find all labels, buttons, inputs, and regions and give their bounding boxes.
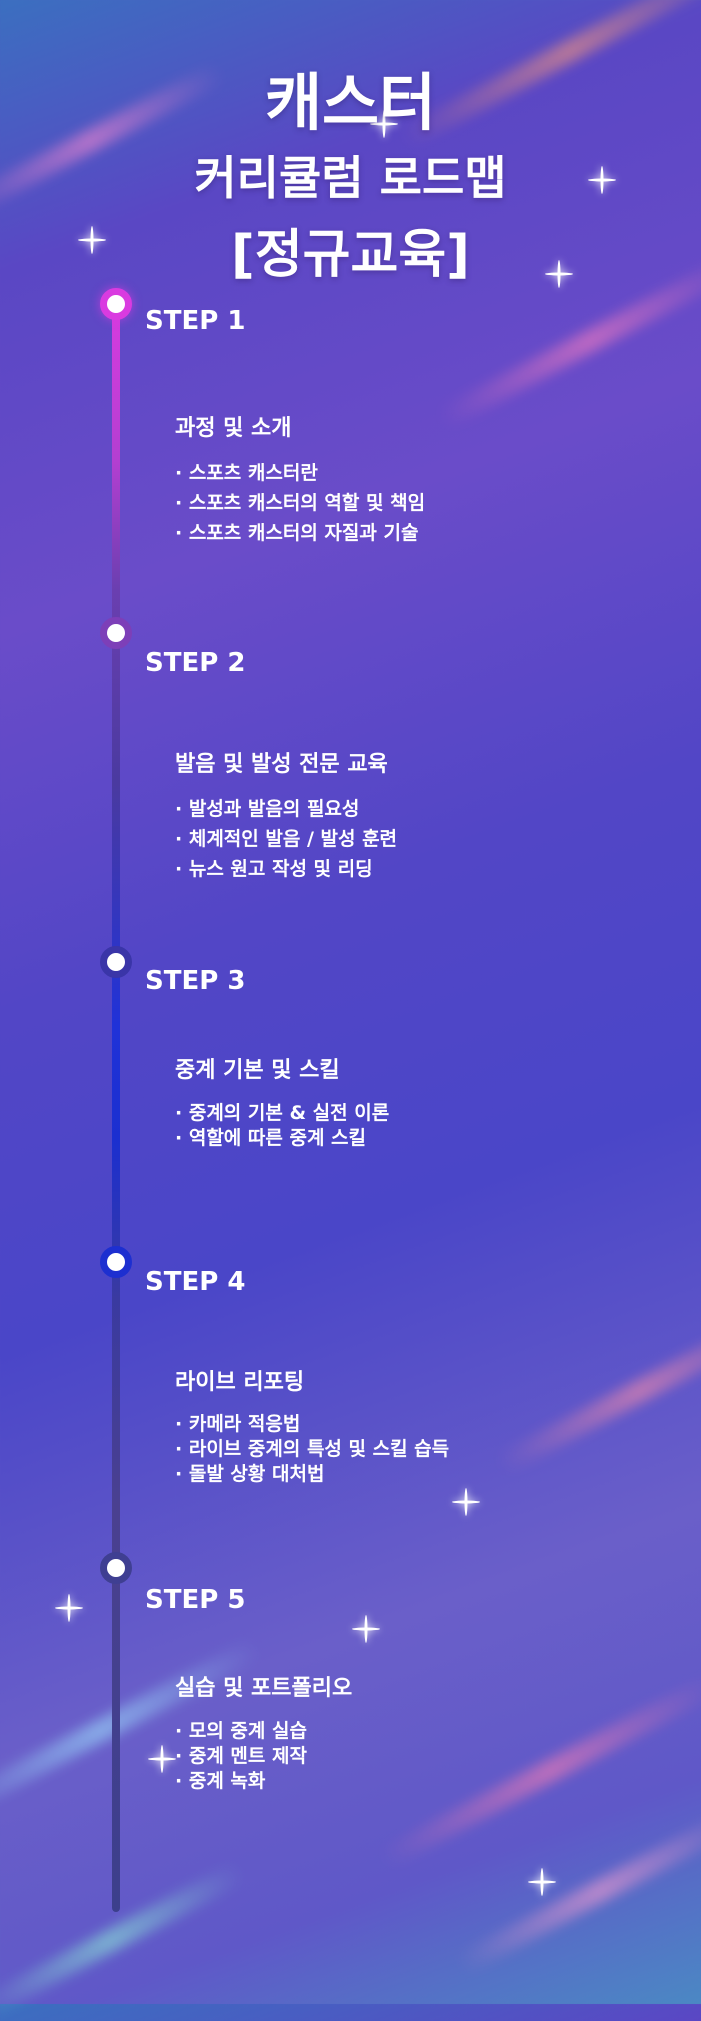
timeline-rail [112,300,120,1912]
sparkle-icon [452,1488,480,1516]
timeline-node [100,288,132,320]
timeline-node [100,1552,132,1584]
step-label: STEP 2 [145,648,246,678]
page-tag: [정규교육] [231,225,470,285]
step-items: · 발성과 발음의 필요성 · 체계적인 발음 / 발성 훈련 · 뉴스 원고 … [175,794,397,884]
step-label: STEP 5 [145,1585,246,1615]
step-title: 라이브 리포팅 [175,1370,305,1395]
step-label: STEP 4 [145,1267,246,1297]
step-items: · 카메라 적응법 · 라이브 중계의 특성 및 스킬 습득 · 돌발 상황 대… [175,1412,449,1487]
list-item: · 카메라 적응법 [175,1413,301,1435]
timeline-node [100,617,132,649]
timeline-node [100,1246,132,1278]
list-item: · 발성과 발음의 필요성 [175,798,360,820]
list-item: · 중계 녹화 [175,1770,266,1792]
step-title: 발음 및 발성 전문 교육 [175,752,388,777]
list-item: · 돌발 상황 대처법 [175,1463,325,1485]
step-title: 중계 기본 및 스킬 [175,1058,340,1083]
list-item: · 라이브 중계의 특성 및 스킬 습득 [175,1438,450,1460]
step-items: · 스포츠 캐스터란 · 스포츠 캐스터의 역할 및 책임 · 스포츠 캐스터의… [175,458,425,548]
sparkle-icon [528,1868,556,1896]
step-items: · 모의 중계 실습 · 중계 멘트 제작 · 중계 녹화 [175,1719,307,1794]
step-title: 실습 및 포트폴리오 [175,1676,353,1701]
list-item: · 스포츠 캐스터의 역할 및 책임 [175,492,426,514]
list-item: · 체계적인 발음 / 발성 훈련 [175,828,398,850]
list-item: · 중계 멘트 제작 [175,1745,307,1767]
list-item: · 스포츠 캐스터란 [175,462,318,484]
step-label: STEP 1 [145,306,246,336]
step-label: STEP 3 [145,966,246,996]
sparkle-icon [148,1745,176,1773]
list-item: · 모의 중계 실습 [175,1720,307,1742]
step-title: 과정 및 소개 [175,416,292,441]
step-items: · 중계의 기본 & 실전 이론 · 역할에 따른 중계 스킬 [175,1101,389,1151]
list-item: · 뉴스 원고 작성 및 리딩 [175,858,373,880]
sparkle-icon [352,1615,380,1643]
page-title: 캐스터 [264,66,437,139]
list-item: · 역할에 따른 중계 스킬 [175,1127,366,1149]
list-item: · 스포츠 캐스터의 자질과 기술 [175,522,419,544]
list-item: · 중계의 기본 & 실전 이론 [175,1102,390,1124]
sparkle-icon [55,1594,83,1622]
timeline-node [100,946,132,978]
page-subtitle: 커리큘럼 로드맵 [194,151,507,205]
